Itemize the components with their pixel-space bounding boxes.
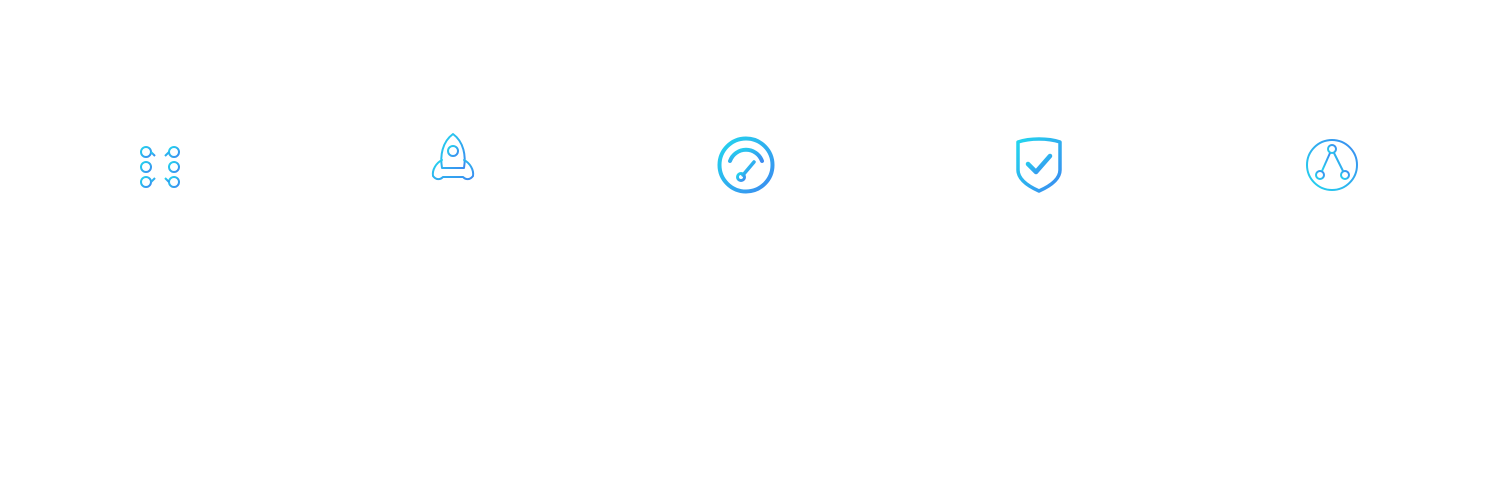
network-triangle-icon: [1297, 130, 1367, 200]
shield-check-icon: [1004, 130, 1074, 200]
feature-icon-row: [0, 130, 1500, 200]
command-key-icon: [125, 130, 195, 200]
speedometer-icon: [711, 130, 781, 200]
rocket-icon: [418, 130, 488, 200]
